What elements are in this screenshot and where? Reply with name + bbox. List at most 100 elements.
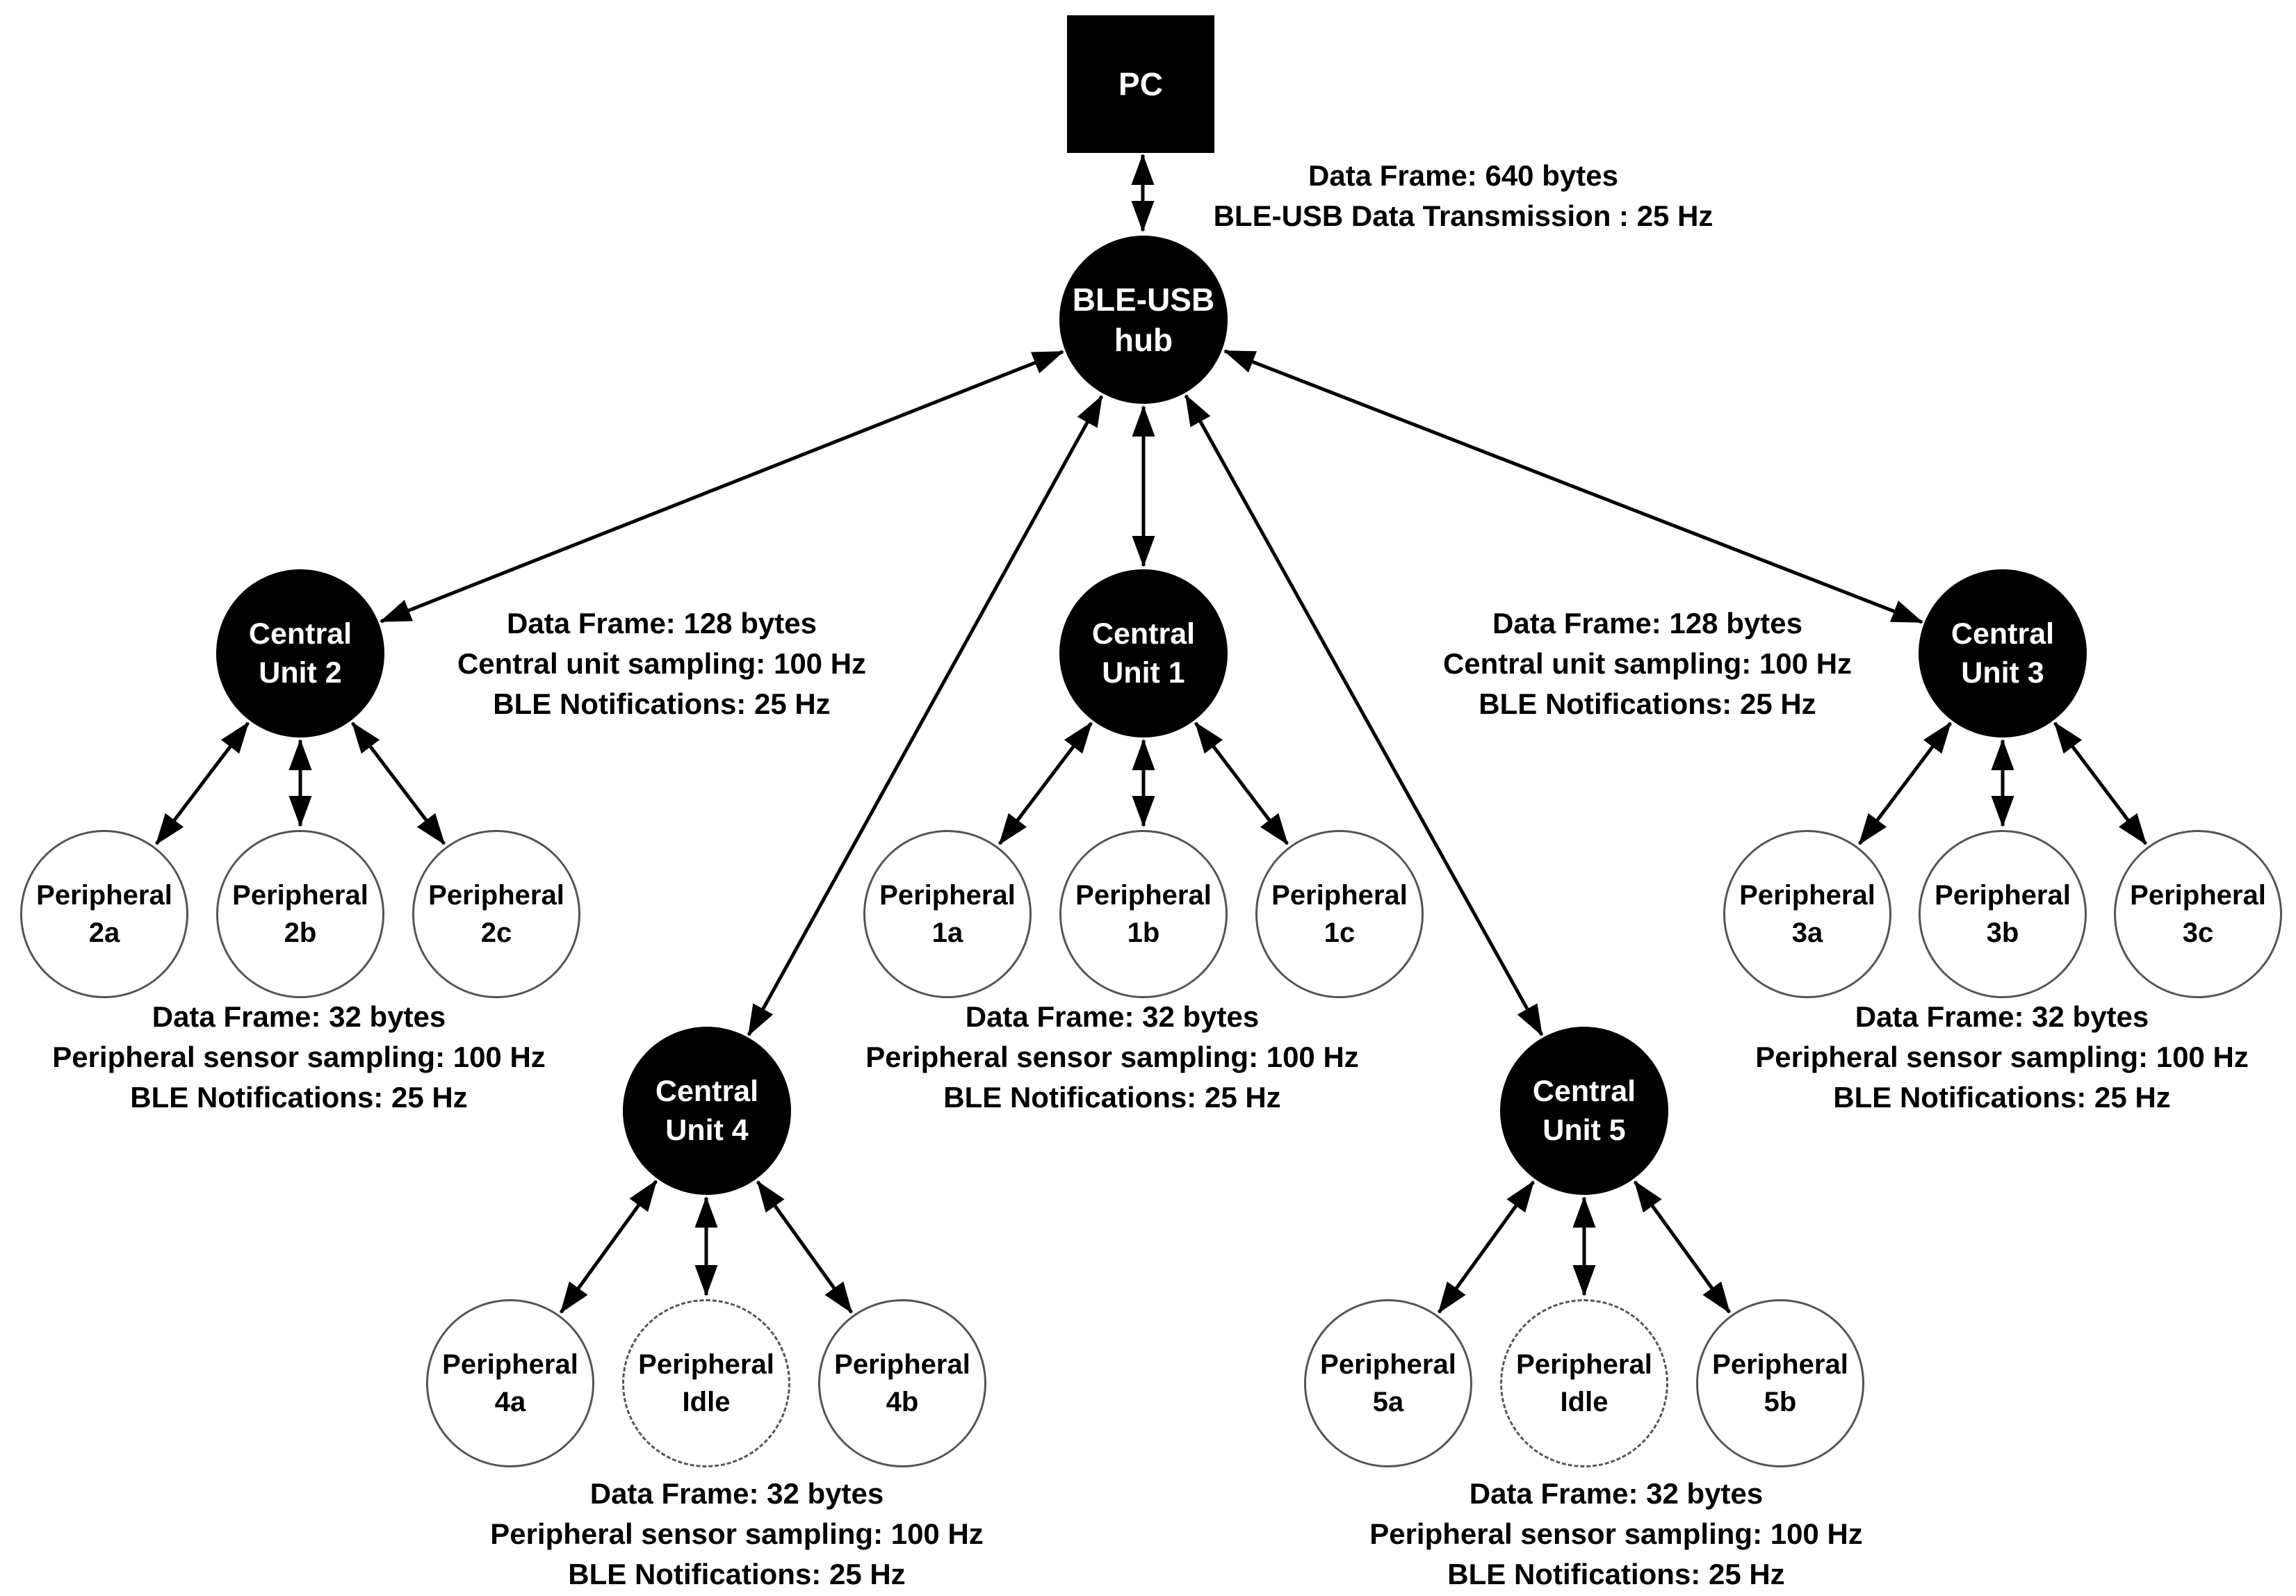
edge-cu2-p2a [155, 722, 250, 845]
peripheral-label-line2: 5b [1764, 1387, 1797, 1417]
annotation-line: BLE Notifications: 25 Hz [493, 687, 831, 720]
edge-cu1-p1a [998, 722, 1093, 845]
cu-label-line1: Central [1091, 617, 1196, 651]
annotation-line: Peripheral sensor sampling: 100 Hz [1369, 1517, 1863, 1550]
cu-label-line1: Central [1532, 1075, 1636, 1108]
cu-label-line2: Unit 2 [259, 656, 342, 690]
peripheral-label-line1: Peripheral [1712, 1349, 1848, 1380]
node-central-unit-2: Central Unit 2 [216, 569, 384, 738]
peripheral-label-line2: 1a [931, 918, 963, 948]
node-peripheral-3c: Peripheral 3c [2114, 830, 2282, 998]
peripheral-label-line1: Peripheral [879, 880, 1016, 911]
annotation-line: Data Frame: 32 bytes [1469, 1477, 1764, 1510]
annotation-peripheral-group1: Data Frame: 32 bytes Peripheral sensor s… [813, 997, 1411, 1118]
edge-hub-cu3 [1223, 349, 1923, 624]
annotation-line: BLE Notifications: 25 Hz [568, 1558, 906, 1590]
node-central-unit-5: Central Unit 5 [1500, 1027, 1668, 1195]
peripheral-label-line2: 3c [2182, 918, 2214, 948]
node-peripheral-3a: Peripheral 3a [1723, 830, 1891, 998]
annotation-line: Peripheral sensor sampling: 100 Hz [865, 1041, 1359, 1073]
peripheral-label-line2: 4b [886, 1387, 919, 1417]
peripheral-label-line1: Peripheral [1516, 1349, 1652, 1380]
node-peripheral-1c: Peripheral 1c [1255, 830, 1424, 998]
annotation-line: Data Frame: 640 bytes [1308, 159, 1618, 192]
node-peripheral-2a: Peripheral 2a [20, 830, 188, 998]
node-peripheral-1b: Peripheral 1b [1059, 830, 1228, 998]
node-pc: PC [1067, 15, 1214, 153]
annotation-peripheral-group2: Data Frame: 32 bytes Peripheral sensor s… [0, 997, 598, 1118]
hub-label-line2: hub [1114, 322, 1173, 358]
annotation-hub-link: Data Frame: 640 bytes BLE-USB Data Trans… [1150, 156, 1776, 236]
node-ble-usb-hub: BLE-USB hub [1059, 236, 1228, 404]
edge-cu3-p3c [2053, 722, 2147, 845]
node-central-unit-1: Central Unit 1 [1059, 569, 1228, 738]
node-peripheral-1a: Peripheral 1a [863, 830, 1032, 998]
cu-label-line1: Central [655, 1075, 759, 1108]
annotation-line: Data Frame: 32 bytes [589, 1477, 884, 1510]
peripheral-label-line2: Idle [1560, 1387, 1609, 1417]
peripheral-label-line1: Peripheral [1075, 880, 1212, 911]
annotation-line: Peripheral sensor sampling: 100 Hz [1755, 1041, 2249, 1073]
peripheral-label-line2: 1c [1324, 918, 1355, 948]
node-peripheral-idle-4: Peripheral Idle [622, 1299, 790, 1467]
peripheral-label-line1: Peripheral [1271, 880, 1408, 911]
peripheral-label-line1: Peripheral [36, 880, 172, 911]
cu-label-line1: Central [248, 617, 352, 651]
peripheral-label-line2: 1b [1127, 918, 1160, 948]
edge-cu5-p5a [1437, 1180, 1536, 1314]
annotation-line: Data Frame: 128 bytes [1492, 607, 1802, 640]
cu-label-line2: Unit 5 [1542, 1114, 1626, 1147]
edge-cu2-p2c [351, 722, 446, 845]
annotation-line: Data Frame: 32 bytes [1855, 1000, 2149, 1033]
edge-cu5-p5b [1633, 1180, 1732, 1314]
annotation-line: Central unit sampling: 100 Hz [1442, 647, 1853, 680]
peripheral-label-line2: Idle [682, 1387, 731, 1417]
annotation-peripheral-group3: Data Frame: 32 bytes Peripheral sensor s… [1703, 997, 2296, 1118]
pc-label: PC [1118, 66, 1163, 102]
node-central-unit-3: Central Unit 3 [1919, 569, 2087, 738]
node-peripheral-3b: Peripheral 3b [1919, 830, 2087, 998]
annotation-peripheral-group4: Data Frame: 32 bytes Peripheral sensor s… [438, 1474, 1036, 1595]
annotation-line: BLE Notifications: 25 Hz [1833, 1081, 2171, 1114]
peripheral-label-line2: 2b [284, 918, 317, 948]
annotation-line: Central unit sampling: 100 Hz [457, 647, 867, 680]
peripheral-label-line2: 2a [88, 918, 120, 948]
peripheral-label-line1: Peripheral [232, 880, 368, 911]
cu-label-line2: Unit 4 [665, 1114, 749, 1147]
annotation-line: BLE Notifications: 25 Hz [130, 1081, 468, 1114]
edge-hub-cu4 [747, 395, 1104, 1036]
annotation-line: Data Frame: 128 bytes [507, 607, 817, 640]
cu-label-line1: Central [1951, 617, 2055, 651]
node-peripheral-idle-5: Peripheral Idle [1500, 1299, 1668, 1467]
edge-cu4-p4b [756, 1180, 854, 1314]
annotation-line: BLE Notifications: 25 Hz [943, 1081, 1281, 1114]
peripheral-label-line1: Peripheral [834, 1349, 970, 1380]
peripheral-label-line1: Peripheral [1320, 1349, 1456, 1380]
node-peripheral-4a: Peripheral 4a [426, 1299, 594, 1467]
annotation-line: Data Frame: 32 bytes [965, 1000, 1260, 1033]
peripheral-label-line2: 3a [1791, 918, 1823, 948]
annotation-peripheral-group5: Data Frame: 32 bytes Peripheral sensor s… [1317, 1474, 1915, 1595]
cu-label-line2: Unit 3 [1961, 656, 2044, 690]
edge-cu1-p1c [1194, 722, 1289, 845]
edge-cu3-p3a [1858, 722, 1952, 845]
annotation-central-right: Data Frame: 128 bytes Central unit sampl… [1369, 603, 1925, 724]
node-peripheral-2b: Peripheral 2b [216, 830, 384, 998]
peripheral-label-line2: 2c [480, 918, 512, 948]
peripheral-label-line2: 5a [1372, 1387, 1404, 1417]
peripheral-label-line2: 4a [494, 1387, 526, 1417]
annotation-line: BLE-USB Data Transmission : 25 Hz [1213, 200, 1713, 232]
annotation-line: BLE Notifications: 25 Hz [1447, 1558, 1785, 1590]
annotation-line: Data Frame: 32 bytes [152, 1000, 446, 1033]
peripheral-label-line1: Peripheral [1739, 880, 1875, 911]
peripheral-label-line1: Peripheral [638, 1349, 774, 1380]
peripheral-label-line2: 3b [1986, 918, 2019, 948]
node-central-unit-4: Central Unit 4 [623, 1027, 791, 1195]
peripheral-label-line1: Peripheral [428, 880, 564, 911]
hub-label-line1: BLE-USB [1072, 282, 1215, 318]
node-peripheral-5b: Peripheral 5b [1696, 1299, 1864, 1467]
node-peripheral-5a: Peripheral 5a [1304, 1299, 1472, 1467]
node-peripheral-4b: Peripheral 4b [818, 1299, 986, 1467]
